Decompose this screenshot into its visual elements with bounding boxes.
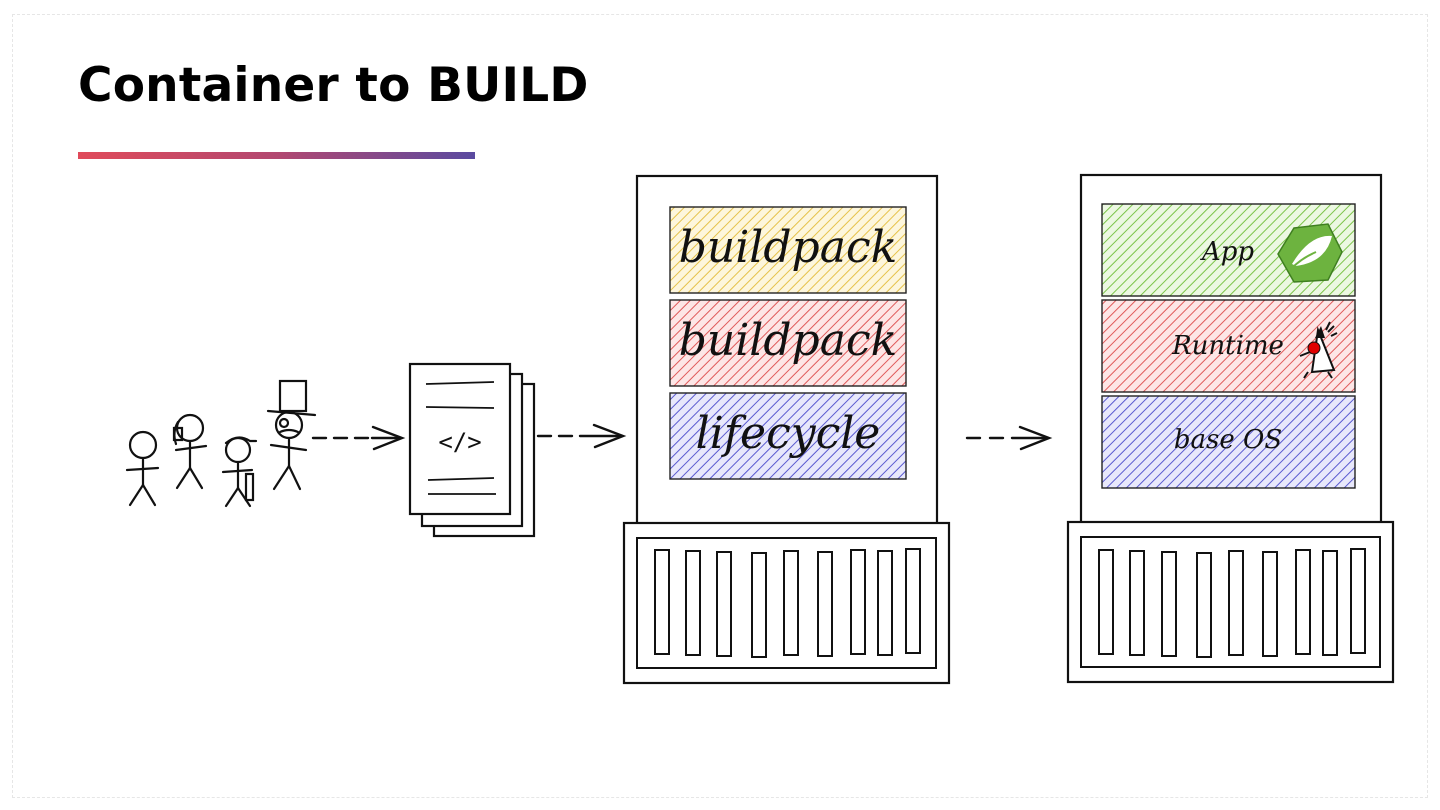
build-container: buildpack buildpack lifecycle (622, 174, 951, 685)
build-layer-label: lifecycle (696, 408, 881, 459)
output-layer-base-os (1101, 395, 1356, 489)
build-layer-lifecycle (669, 392, 907, 480)
build-layer-label: buildpack (679, 222, 898, 273)
title-underline (78, 152, 475, 159)
build-layer-buildpack-1 (669, 206, 907, 294)
spring-leaf-icon (1277, 223, 1343, 283)
arrow-source-to-build (536, 423, 627, 449)
code-document-icon (408, 362, 536, 538)
java-duke-icon (1299, 321, 1338, 379)
build-layer-buildpack-2 (669, 299, 907, 387)
arrow-people-to-source (311, 425, 406, 451)
developers-group-icon (125, 379, 317, 508)
page-title: Container to BUILD (78, 58, 589, 113)
build-layer-label: buildpack (679, 315, 898, 366)
arrow-build-to-output (965, 425, 1053, 451)
output-layer-label: App (1200, 237, 1254, 267)
output-layer-label: base OS (1174, 425, 1282, 455)
output-container: App Runtime base OS (1066, 173, 1395, 684)
slide-frame (12, 14, 1428, 798)
output-layer-label: Runtime (1171, 331, 1284, 361)
source-code-label: </> (438, 428, 481, 456)
